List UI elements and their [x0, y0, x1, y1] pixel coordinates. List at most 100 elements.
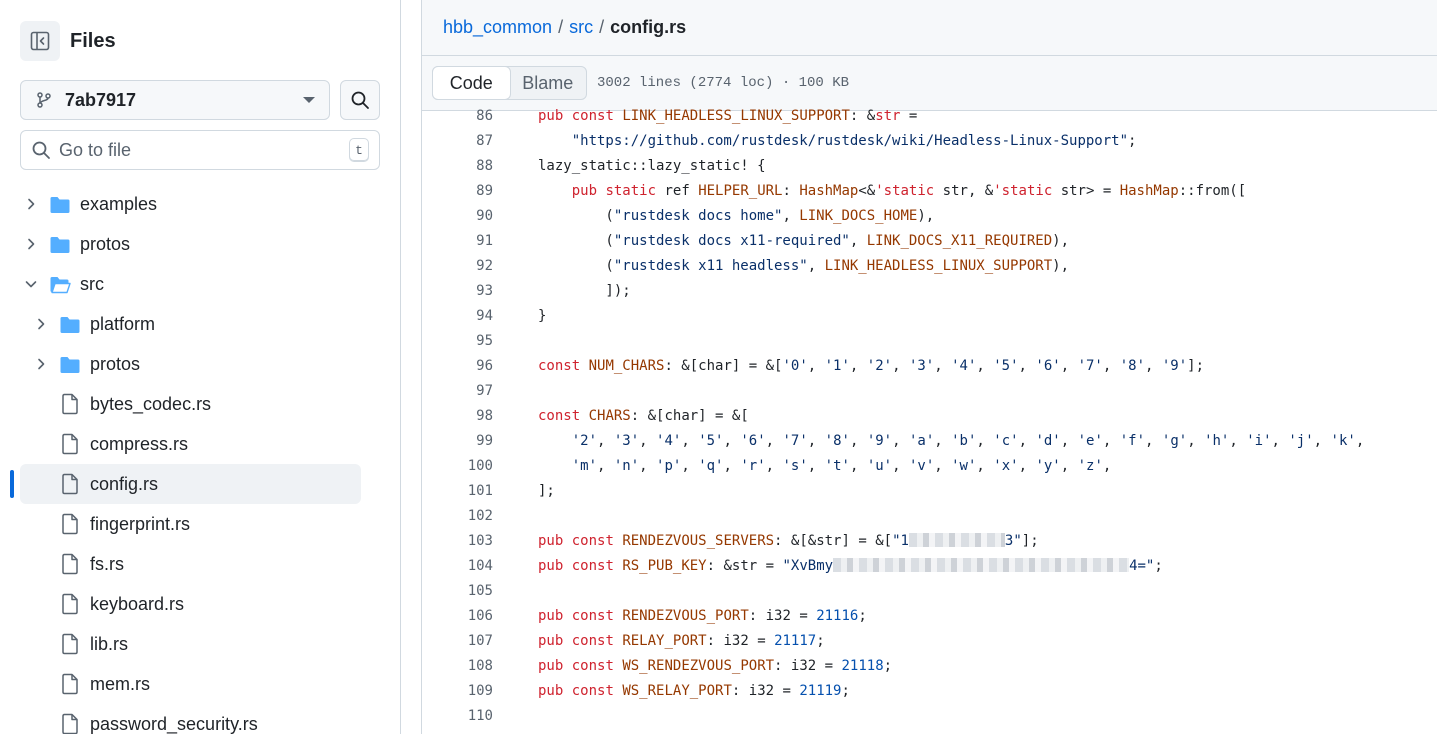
line-number[interactable]: 95: [476, 333, 493, 349]
chevron-down-icon[interactable]: [23, 276, 39, 292]
code-line: 94}: [422, 304, 1437, 329]
line-number[interactable]: 91: [476, 233, 493, 249]
line-source: pub const LINK_HEADLESS_LINUX_SUPPORT: &…: [538, 108, 918, 124]
file-icon: [60, 713, 80, 734]
line-number[interactable]: 110: [467, 708, 493, 724]
line-number[interactable]: 98: [476, 408, 493, 424]
line-number[interactable]: 87: [476, 133, 493, 149]
chevron-right-icon[interactable]: [23, 196, 39, 212]
breadcrumb: hbb_common / src / config.rs: [422, 0, 1437, 56]
line-number[interactable]: 107: [467, 633, 493, 649]
line-number[interactable]: 93: [476, 283, 493, 299]
line-number[interactable]: 100: [467, 458, 493, 474]
chevron-right-icon[interactable]: [33, 356, 49, 372]
code-line: 95: [422, 329, 1437, 354]
tree-file[interactable]: compress.rs: [0, 424, 400, 464]
line-number[interactable]: 86: [476, 108, 493, 124]
line-source: pub static ref HELPER_URL: HashMap<&'sta…: [571, 183, 1247, 199]
line-number[interactable]: 96: [476, 358, 493, 374]
code-tab[interactable]: Code: [432, 66, 511, 100]
line-source: const CHARS: &[char] = &[: [538, 408, 749, 424]
code-line: 98 const CHARS: &[char] = &[: [422, 404, 1437, 429]
code-line: 102: [422, 504, 1437, 529]
tree-file[interactable]: keyboard.rs: [0, 584, 400, 624]
line-number[interactable]: 99: [476, 433, 493, 449]
blame-tab[interactable]: Blame: [522, 72, 574, 93]
code-line: 92 ("rustdesk x11 headless", LINK_HEADLE…: [422, 254, 1437, 279]
file-icon: [60, 473, 80, 495]
code-line: 97: [422, 379, 1437, 404]
breadcrumb-repo-link[interactable]: hbb_common: [443, 17, 553, 37]
line-number[interactable]: 94: [476, 308, 493, 324]
line-source: ("rustdesk docs home", LINK_DOCS_HOME),: [538, 208, 935, 224]
tree-file[interactable]: bytes_codec.rs: [0, 384, 400, 424]
selection-indicator: [10, 470, 14, 498]
triangle-down-icon: [303, 97, 315, 103]
line-number[interactable]: 101: [467, 483, 493, 499]
tree-file[interactable]: fs.rs: [0, 544, 400, 584]
tree-folder[interactable]: protos: [0, 224, 400, 264]
code-line: 100 'm', 'n', 'p', 'q', 'r', 's', 't', '…: [422, 454, 1437, 479]
file-icon: [60, 513, 80, 535]
tree-file[interactable]: config.rs: [0, 464, 400, 504]
line-number[interactable]: 103: [467, 533, 493, 549]
chevron-right-icon[interactable]: [23, 236, 39, 252]
line-source: '2', '3', '4', '5', '6', '7', '8', '9', …: [571, 433, 1365, 449]
folder-icon: [59, 314, 81, 336]
line-source: pub const WS_RELAY_PORT: i32 = 21119;: [538, 683, 850, 699]
tree-folder[interactable]: platform: [0, 304, 400, 344]
tree-file[interactable]: lib.rs: [0, 624, 400, 664]
collapse-sidebar-button[interactable]: [20, 21, 60, 61]
search-files-button[interactable]: [340, 80, 380, 120]
file-icon: [60, 553, 80, 575]
line-source: ]);: [538, 283, 631, 299]
branch-name: 7ab7917: [65, 89, 137, 110]
file-icon: [60, 433, 80, 455]
code-line: 110: [422, 704, 1437, 729]
line-number[interactable]: 97: [476, 383, 493, 399]
line-number[interactable]: 108: [467, 658, 493, 674]
line-number[interactable]: 104: [467, 558, 493, 574]
file-viewer: hbb_common / src / config.rs Code Blame …: [422, 0, 1437, 734]
line-source: }: [538, 308, 547, 324]
search-icon: [351, 91, 369, 109]
code-line: 86 pub const LINK_HEADLESS_LINUX_SUPPORT:…: [422, 104, 1437, 129]
tree-item-label: src: [80, 274, 104, 294]
git-branch-icon: [37, 92, 51, 108]
tree-file[interactable]: mem.rs: [0, 664, 400, 704]
code-line: 101];: [422, 479, 1437, 504]
line-source: ("rustdesk x11 headless", LINK_HEADLESS_…: [538, 258, 1070, 274]
branch-selector-button[interactable]: 7ab7917: [20, 80, 330, 120]
tree-item-label: keyboard.rs: [90, 594, 185, 614]
go-to-file-input[interactable]: [59, 139, 349, 161]
chevron-right-icon[interactable]: [33, 316, 49, 332]
line-number[interactable]: 89: [476, 183, 493, 199]
file-icon: [60, 593, 80, 615]
line-source: 'm', 'n', 'p', 'q', 'r', 's', 't', 'u', …: [571, 458, 1112, 474]
tree-file[interactable]: password_security.rs: [0, 704, 400, 734]
line-number[interactable]: 88: [476, 158, 493, 174]
breadcrumb-dir-link[interactable]: src: [569, 17, 594, 37]
go-to-file-field[interactable]: t: [20, 130, 380, 170]
tree-folder[interactable]: src: [0, 264, 400, 304]
tree-folder[interactable]: examples: [0, 184, 400, 224]
line-number[interactable]: 106: [467, 608, 493, 624]
line-number[interactable]: 90: [476, 208, 493, 224]
line-number[interactable]: 102: [467, 508, 493, 524]
tree-folder[interactable]: protos: [0, 344, 400, 384]
line-number[interactable]: 109: [467, 683, 493, 699]
code-view[interactable]: 86 pub const LINK_HEADLESS_LINUX_SUPPORT:…: [422, 104, 1437, 729]
line-source: ("rustdesk docs x11-required", LINK_DOCS…: [538, 233, 1070, 249]
code-line: 90 ("rustdesk docs home", LINK_DOCS_HOME…: [422, 204, 1437, 229]
code-line: 93 ]);: [422, 279, 1437, 304]
line-number[interactable]: 105: [467, 583, 493, 599]
tree-file[interactable]: fingerprint.rs: [0, 504, 400, 544]
pane-divider[interactable]: [421, 0, 422, 734]
code-line: 109 pub const WS_RELAY_PORT: i32 = 21119;: [422, 679, 1437, 704]
line-number[interactable]: 92: [476, 258, 493, 274]
